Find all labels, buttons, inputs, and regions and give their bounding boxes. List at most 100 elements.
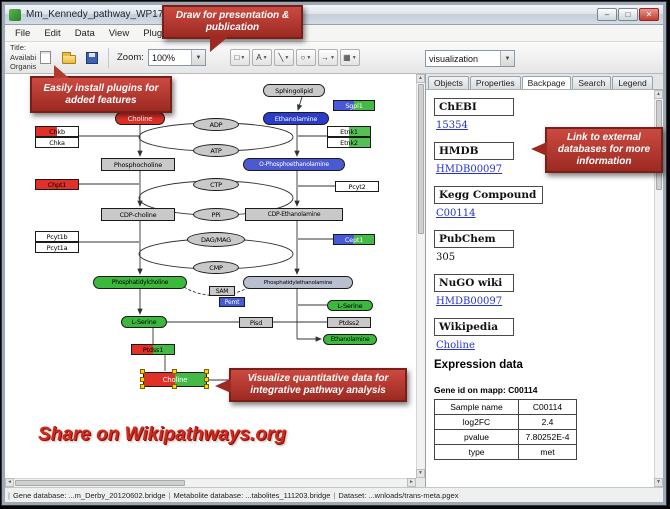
node-phosphatidylethanolamine[interactable]: Phosphatidylethanolamine (243, 276, 353, 289)
node-pcyt1b[interactable]: Pcyt1b (35, 231, 79, 242)
interaction-tool-dropdown-arrow-icon[interactable]: ▼ (329, 54, 335, 61)
node-choline[interactable]: Choline (115, 112, 165, 125)
close-button[interactable]: ✕ (639, 8, 659, 21)
tab-search[interactable]: Search (572, 76, 612, 89)
template-tool-icon: ▦ (343, 53, 351, 62)
open-file-button[interactable] (58, 47, 79, 68)
scroll-up-icon[interactable]: ▲ (416, 74, 425, 83)
node-etnk1[interactable]: Etnk1 (327, 126, 371, 137)
zoom-combobox[interactable]: 100% ▼ (147, 49, 206, 66)
callout-text: Easily install plugins for added feature… (43, 82, 159, 106)
node-ppi[interactable]: PPi (193, 208, 239, 221)
label-tool-dropdown-arrow-icon[interactable]: ▼ (262, 54, 268, 61)
label-tool[interactable]: A▼ (251, 49, 272, 66)
status-segment: Dataset: ...wnloads/trans-meta.pgex (338, 490, 459, 500)
database-id-link[interactable]: C00114 (436, 208, 476, 219)
node-cept1[interactable]: Cept1 (333, 234, 375, 245)
tab-backpage[interactable]: Backpage (521, 76, 572, 89)
node-atp[interactable]: ATP (193, 144, 239, 157)
node-chka[interactable]: Chka (35, 137, 79, 148)
node-pcyt2[interactable]: Pcyt2 (335, 181, 379, 192)
menu-file[interactable]: File (15, 27, 31, 39)
node-l-serine-2[interactable]: L-Serine (327, 300, 373, 311)
node-cmp[interactable]: CMP (193, 261, 239, 274)
vertical-scroll-thumb[interactable] (418, 84, 424, 234)
scroll-down-icon[interactable]: ▼ (416, 469, 425, 478)
tab-legend[interactable]: Legend (612, 76, 653, 89)
node-dag-mag[interactable]: DAG/MAG (187, 232, 245, 247)
node-pisd[interactable]: Pisd (239, 317, 273, 328)
database-id-link[interactable]: Choline (436, 340, 475, 351)
node-ctp[interactable]: CTP (193, 178, 239, 191)
node-sam[interactable]: SAM (209, 286, 235, 296)
table-cell: Sample name (434, 399, 519, 415)
node-sphingolipid[interactable]: Sphingolipid (263, 84, 325, 97)
menu-view[interactable]: View (108, 27, 130, 39)
datanode-tool[interactable]: □▼ (229, 49, 250, 66)
node-label: Ethanolamine (330, 336, 370, 343)
node-etnk2[interactable]: Etnk2 (327, 137, 371, 148)
selection-handle (172, 369, 177, 374)
node-ptdss2[interactable]: Ptdss2 (327, 317, 371, 328)
node-pemt[interactable]: Pemt (219, 297, 245, 307)
new-file-button[interactable] (35, 47, 56, 68)
node-phosphocholine[interactable]: Phosphocholine (101, 158, 175, 171)
selection-handle (172, 384, 177, 389)
node-l-serine-1[interactable]: L-Serine (121, 316, 167, 328)
shape-tool-icon: ○ (300, 53, 306, 62)
horizontal-scroll-thumb[interactable] (15, 480, 185, 486)
database-id-link[interactable]: 15354 (436, 120, 468, 131)
node-cdp-choline[interactable]: CDP-choline (101, 208, 175, 221)
database-id-link[interactable]: HMDB00097 (436, 164, 503, 175)
save-file-button[interactable] (81, 47, 102, 68)
node-ptdss1[interactable]: Ptdss1 (131, 344, 175, 355)
panel-scroll-down-icon[interactable]: ▼ (654, 478, 663, 487)
datanode-tool-dropdown-arrow-icon[interactable]: ▼ (240, 54, 246, 61)
scroll-right-icon[interactable]: ► (407, 478, 416, 487)
node-pcyt1a[interactable]: Pcyt1a (35, 242, 79, 253)
maximize-button[interactable]: □ (618, 8, 638, 21)
shape-tool[interactable]: ○▼ (295, 49, 316, 66)
node-chkb[interactable]: Chkb (35, 126, 79, 137)
menu-data[interactable]: Data (74, 27, 95, 39)
tab-properties[interactable]: Properties (469, 76, 521, 89)
visualization-dropdown-arrow-icon[interactable]: ▼ (500, 51, 514, 66)
selection-handle (204, 384, 209, 389)
minimize-button[interactable]: – (597, 8, 617, 21)
menu-edit[interactable]: Edit (44, 27, 61, 39)
node-label: Etnk2 (340, 138, 358, 147)
template-tool[interactable]: ▦▼ (339, 49, 360, 66)
tab-objects[interactable]: Objects (428, 76, 469, 89)
line-tool[interactable]: ╲▼ (273, 49, 294, 66)
line-tool-dropdown-arrow-icon[interactable]: ▼ (284, 54, 290, 61)
datanode-tool-icon: □ (234, 53, 240, 62)
node-chpt1[interactable]: Chpt1 (35, 179, 79, 190)
menu-plugins[interactable]: Plugins (143, 27, 175, 39)
template-tool-dropdown-arrow-icon[interactable]: ▼ (351, 54, 357, 61)
canvas-vertical-scrollbar[interactable]: ▲ ▼ (416, 74, 425, 478)
node-phosphatidylcholine[interactable]: Phosphatidylcholine (93, 276, 187, 289)
node-label: PPi (211, 210, 221, 219)
node-ethanolamine[interactable]: Ethanolamine (263, 112, 329, 125)
node-ethanolamine-2[interactable]: Ethanolamine (323, 334, 377, 345)
node-sgpl1[interactable]: Sgpl1 (333, 100, 375, 111)
save-icon (85, 51, 98, 64)
title-bar[interactable]: Mm_Kennedy_pathway_WP1771_45176.gp... – … (5, 5, 663, 25)
interaction-tool[interactable]: →▼ (317, 49, 338, 66)
zoom-dropdown-arrow-icon[interactable]: ▼ (190, 50, 205, 65)
drawing-tool-group: □▼A▼╲▼○▼→▼▦▼ (229, 49, 362, 66)
visualization-combobox[interactable]: visualization ▼ (425, 50, 515, 67)
node-label: Etnk1 (340, 127, 358, 136)
database-id-link[interactable]: HMDB00097 (436, 296, 503, 307)
callout-text: Draw for presentation & publication (175, 10, 290, 33)
shape-tool-dropdown-arrow-icon[interactable]: ▼ (306, 54, 312, 61)
node-cdp-ethanolamine[interactable]: CDP-Ethanolamine (245, 208, 343, 221)
panel-scroll-up-icon[interactable]: ▲ (654, 90, 663, 99)
node-o-phosphoethanolamine[interactable]: O-Phosphoethanolamine (243, 158, 345, 171)
canvas-horizontal-scrollbar[interactable]: ◄ ► (5, 478, 416, 487)
scroll-left-icon[interactable]: ◄ (5, 478, 14, 487)
node-adp[interactable]: ADP (193, 118, 239, 131)
